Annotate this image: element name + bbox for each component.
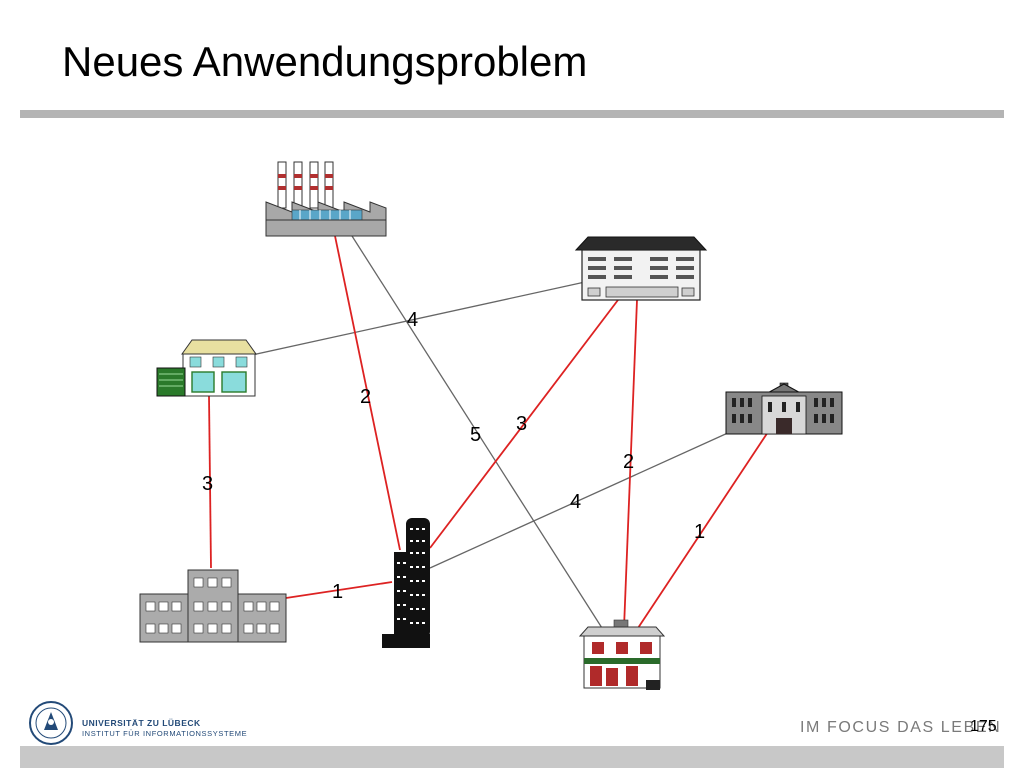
edge-label-factory-tower: 2 [360,386,371,408]
slide-title: Neues Anwendungsproblem [62,38,588,85]
graph-diagram: 4 5 4 2 3 2 1 3 1 [139,161,843,690]
edge-house-office [251,281,586,356]
edge-label-factory-shop: 5 [470,424,481,446]
edge-school-tower [285,581,393,599]
institute-name: INSTITUT FÜR INFORMATIONSSYSTEME [82,729,248,738]
shop-icon [578,619,666,690]
house-icon [156,339,257,397]
footer-slogan: IM FOCUS DAS LEBEN [800,719,1002,736]
title-divider [20,110,1004,118]
office-building-icon [574,236,708,301]
factory-icon [265,161,387,237]
university-seal-icon [29,701,73,745]
page-number: 175 [970,718,997,735]
edge-factory-shop [351,235,603,629]
edge-label-office-shop: 2 [623,451,634,473]
edge-label-school-tower: 1 [332,581,343,603]
edge-label-tower-palace: 4 [570,491,581,513]
edge-tower-palace [429,431,731,569]
university-name: UNIVERSITÄT ZU LÜBECK [82,718,201,728]
school-building-icon [139,569,287,643]
edge-label-house-office: 4 [407,309,418,331]
edge-office-shop [623,299,638,629]
palace-icon [725,382,843,435]
edge-label-house-school: 3 [202,473,213,495]
edge-label-office-tower: 3 [516,413,527,435]
edge-office-tower [429,299,619,549]
edge-labels: 4 5 4 2 3 2 1 3 1 [202,309,705,603]
footer-bar [20,746,1004,768]
edge-palace-shop [637,431,769,629]
graph-edges [208,235,769,629]
edge-house-school [208,395,212,569]
edge-label-palace-shop: 1 [694,521,705,543]
skyscraper-icon [382,518,430,648]
edge-factory-tower [334,235,401,551]
